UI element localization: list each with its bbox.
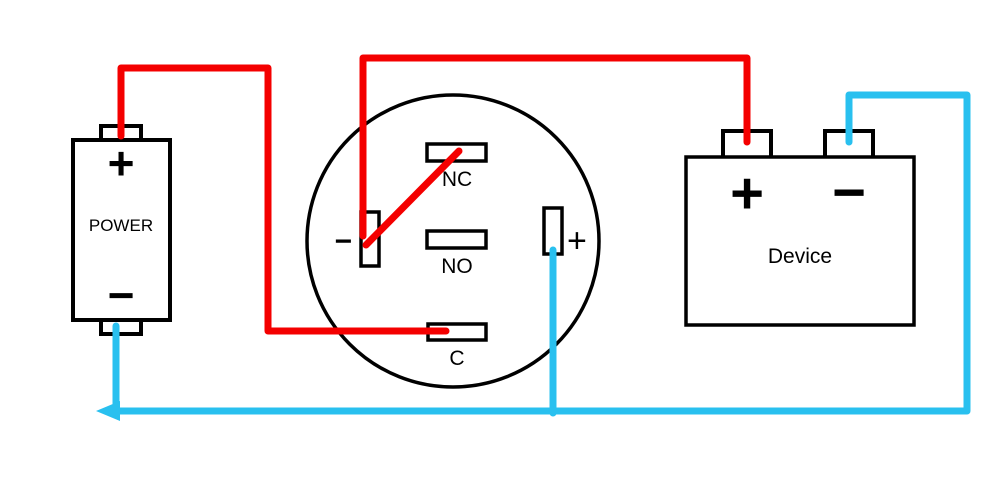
power-minus-symbol: −: [108, 269, 135, 321]
device-body: [684, 155, 916, 327]
device-plus-symbol: +: [730, 161, 764, 226]
switch-no-label: NO: [441, 255, 473, 278]
device: + − Device: [684, 129, 916, 327]
wire-arrowhead: [96, 401, 120, 421]
switch-plus-label: +: [567, 222, 587, 260]
switch-c-label: C: [449, 347, 464, 370]
switch-nc-label: NC: [442, 168, 472, 191]
wire-nc-jumper: [362, 147, 463, 249]
wire-device-negative-to-power-negative: [112, 91, 971, 415]
switch-minus-label: −: [334, 225, 352, 258]
power-plus-symbol: +: [108, 137, 135, 189]
wire-power-positive-to-common: [117, 64, 450, 335]
push-button-switch: [305, 93, 601, 389]
switch-labels: NC NO C − +: [334, 168, 586, 370]
power-supply: + POWER −: [71, 124, 172, 336]
switch-terminal-no: [425, 229, 488, 250]
power-body: [71, 138, 172, 322]
wires: [96, 54, 971, 421]
power-label: POWER: [89, 216, 153, 235]
device-label: Device: [768, 245, 832, 268]
device-minus-symbol: −: [832, 160, 866, 225]
wire-switch-minus-to-device-positive: [359, 54, 751, 240]
